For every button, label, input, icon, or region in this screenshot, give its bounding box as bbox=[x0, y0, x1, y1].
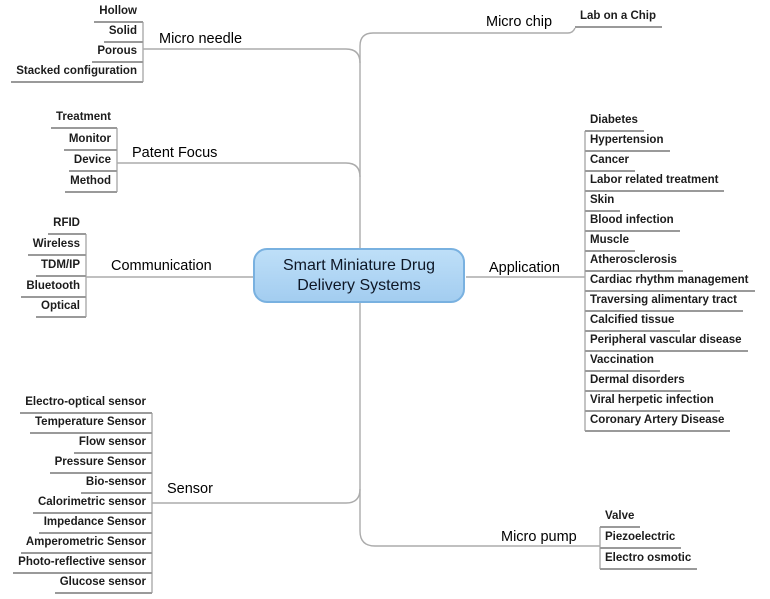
node-porous[interactable]: Porous bbox=[92, 45, 143, 63]
central-node[interactable]: Smart Miniature Drug Delivery Systems bbox=[253, 248, 465, 303]
node-stacked-configuration[interactable]: Stacked configuration bbox=[11, 65, 143, 83]
node-temperature-sensor[interactable]: Temperature Sensor bbox=[30, 416, 152, 434]
node-valve[interactable]: Valve bbox=[600, 510, 641, 528]
node-hypertension[interactable]: Hypertension bbox=[585, 134, 670, 152]
node-blood-infection[interactable]: Blood infection bbox=[585, 214, 680, 232]
node-tdm-ip[interactable]: TDM/IP bbox=[36, 259, 86, 277]
node-calcified-tissue[interactable]: Calcified tissue bbox=[585, 314, 681, 332]
node-vaccination[interactable]: Vaccination bbox=[585, 354, 660, 372]
node-glucose-sensor[interactable]: Glucose sensor bbox=[54, 576, 152, 594]
node-muscle[interactable]: Muscle bbox=[585, 234, 635, 252]
node-traversing-alimentary-tract[interactable]: Traversing alimentary tract bbox=[585, 294, 744, 312]
node-amperometric-sensor[interactable]: Amperometric Sensor bbox=[20, 536, 152, 554]
node-flow-sensor[interactable]: Flow sensor bbox=[73, 436, 152, 454]
node-electro-optical-sensor[interactable]: Electro-optical sensor bbox=[20, 396, 152, 414]
node-treatment[interactable]: Treatment bbox=[51, 111, 117, 129]
node-rfid[interactable]: RFID bbox=[48, 217, 86, 235]
node-diabetes[interactable]: Diabetes bbox=[585, 114, 644, 132]
node-cancer[interactable]: Cancer bbox=[585, 154, 635, 172]
branch-micro-needle[interactable]: Micro needle bbox=[159, 31, 243, 47]
node-dermal-disorders[interactable]: Dermal disorders bbox=[585, 374, 691, 392]
branch-application[interactable]: Application bbox=[489, 260, 560, 276]
node-method[interactable]: Method bbox=[65, 175, 117, 193]
node-electro-osmotic[interactable]: Electro osmotic bbox=[600, 552, 698, 570]
node-hollow[interactable]: Hollow bbox=[94, 5, 143, 23]
node-skin[interactable]: Skin bbox=[585, 194, 621, 212]
node-solid[interactable]: Solid bbox=[103, 25, 143, 43]
node-calorimetric-sensor[interactable]: Calorimetric sensor bbox=[32, 496, 152, 514]
branch-sensor[interactable]: Sensor bbox=[167, 481, 213, 497]
node-monitor[interactable]: Monitor bbox=[63, 133, 117, 151]
node-impedance-sensor[interactable]: Impedance Sensor bbox=[38, 516, 152, 534]
node-wireless[interactable]: Wireless bbox=[27, 238, 86, 256]
node-photo-reflective-sensor[interactable]: Photo-reflective sensor bbox=[13, 556, 152, 574]
branch-micro-pump[interactable]: Micro pump bbox=[501, 529, 577, 545]
node-optical[interactable]: Optical bbox=[36, 300, 86, 318]
node-cardiac-rhythm-management[interactable]: Cardiac rhythm management bbox=[585, 274, 755, 292]
branch-micro-chip[interactable]: Micro chip bbox=[486, 14, 553, 30]
node-viral-herpetic-infection[interactable]: Viral herpetic infection bbox=[585, 394, 720, 412]
branch-patent-focus[interactable]: Patent Focus bbox=[132, 145, 218, 161]
node-labor-related-treatment[interactable]: Labor related treatment bbox=[585, 174, 725, 192]
node-lab-on-a-chip[interactable]: Lab on a Chip bbox=[575, 10, 663, 28]
node-coronary-artery-disease[interactable]: Coronary Artery Disease bbox=[585, 414, 731, 432]
node-bio-sensor[interactable]: Bio-sensor bbox=[80, 476, 152, 494]
node-pressure-sensor[interactable]: Pressure Sensor bbox=[49, 456, 152, 474]
branch-communication[interactable]: Communication bbox=[111, 258, 212, 274]
node-peripheral-vascular-disease[interactable]: Peripheral vascular disease bbox=[585, 334, 748, 352]
node-atherosclerosis[interactable]: Atherosclerosis bbox=[585, 254, 683, 272]
node-piezoelectric[interactable]: Piezoelectric bbox=[600, 531, 682, 549]
node-device[interactable]: Device bbox=[68, 154, 117, 172]
node-bluetooth[interactable]: Bluetooth bbox=[21, 280, 86, 298]
